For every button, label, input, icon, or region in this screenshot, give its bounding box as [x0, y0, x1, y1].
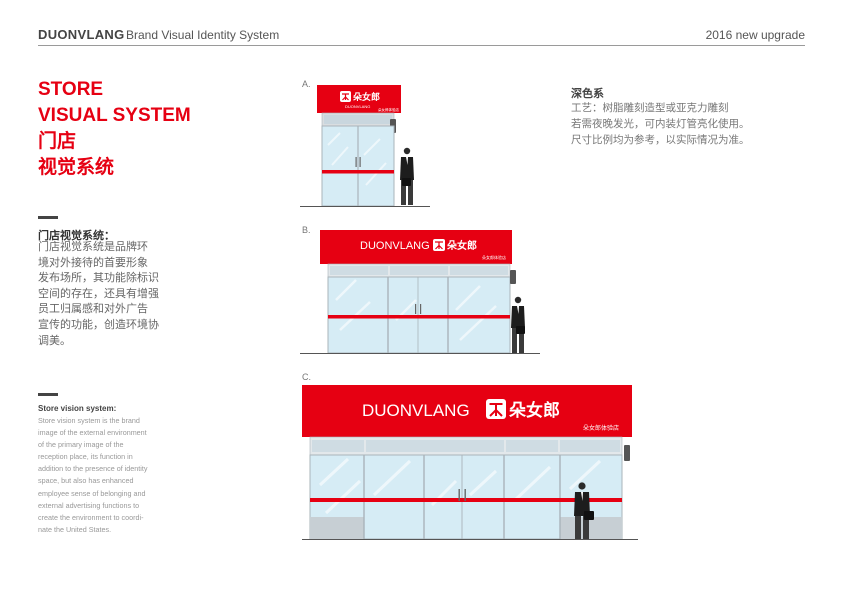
person-figure-icon [400, 147, 414, 205]
intro-cn-line: 调美。 [38, 334, 71, 347]
door-handle-icon [415, 304, 417, 314]
store-b-facade: DUONVLANG 朵女郎 朵女郎体验店 [300, 230, 540, 354]
intro-en-line: Store vision system is the brand [38, 416, 140, 425]
intro-en-line: addition to the presence of identity [38, 464, 148, 474]
intro-cn-line: 境对外接待的首要形象 [38, 256, 148, 269]
intro-en-line: reception place, its function in [38, 452, 133, 462]
store-c-subtitle: 朵女郎体验店 [583, 424, 619, 432]
store-c-facade: DUONVLANG 朵女郎 朵女郎体验店 [302, 385, 638, 540]
divider-dash-en [38, 393, 58, 396]
intro-en-heading: Store vision system: [38, 404, 117, 413]
person-figure-icon [574, 482, 594, 539]
store-a-logo-cn: 朵女郎 [353, 91, 380, 102]
store-c-label: C. [302, 372, 311, 382]
intro-en-line: of the primary image of the [38, 440, 124, 450]
intro-cn-line: 发布场所，其功能除标识 [38, 272, 159, 285]
note-heading: 深色系 [571, 88, 604, 100]
title-cn-store: 门店 [38, 131, 77, 152]
store-b-signboard [320, 230, 512, 264]
store-b-label: B. [302, 225, 311, 235]
ground-line [300, 206, 430, 207]
store-b-logo-cn: 朵女郎 [447, 239, 477, 252]
intro-cn-line: 员工归属感和对外广告 [38, 303, 148, 316]
title-store: STORE [38, 79, 104, 100]
logo-mark-icon [486, 399, 506, 419]
logo-mark-icon [340, 91, 351, 102]
person-figure-icon [511, 296, 525, 353]
door-handle-icon [464, 489, 466, 501]
title-cn-visual-system: 视觉系统 [38, 157, 115, 178]
store-a-subtitle: 朵女郎体验店 [378, 107, 399, 112]
store-c-signboard [302, 385, 632, 437]
intro-en-body: Store vision system is the brand image o… [38, 415, 170, 536]
divider-dash-cn [38, 216, 58, 219]
header-brand: DUONVLANG [38, 27, 125, 42]
title-visual-system: VISUAL SYSTEM [38, 105, 191, 126]
intro-cn-heading: 门店视觉系统： [38, 230, 115, 242]
header-edition: 2016 new upgrade [705, 28, 805, 42]
door-handle-icon [355, 157, 357, 167]
store-a-label: A. [302, 79, 311, 89]
store-b-red-band [328, 315, 510, 319]
store-a-red-band [322, 170, 394, 174]
store-b-wall-light [510, 270, 516, 284]
door-handle-icon [420, 304, 422, 314]
note-line: 工艺：树脂雕刻造型或亚克力雕刻 [571, 102, 729, 114]
ground-line [300, 353, 540, 354]
intro-cn-line: 宣传的功能，创造环境协 [38, 318, 159, 331]
store-b-logo-en: DUONVLANG [360, 240, 430, 252]
store-c-wall-light [624, 445, 630, 461]
store-a-facade: 朵女郎 DUONVLANG 朵女郎体验店 [300, 85, 430, 207]
store-c-logo-en: DUONVLANG [362, 401, 470, 420]
store-c-logo-cn: 朵女郎 [509, 400, 560, 420]
intro-en-line: external advertising functions to [38, 500, 140, 510]
store-a-signboard [317, 85, 401, 113]
store-b-subtitle: 朵女郎体验店 [482, 254, 506, 260]
door-handle-icon [458, 489, 460, 501]
store-a-logo-en: DUONVLANG [345, 104, 370, 109]
header-divider [38, 45, 805, 46]
logo-mark-icon [433, 239, 445, 251]
note-line: 尺寸比例均为参考，以实际情况为准。 [571, 134, 750, 146]
intro-cn-line: 门店视觉系统是品牌环 [38, 241, 148, 253]
store-c-red-band [310, 498, 622, 502]
intro-en-line: nate the United States. [38, 524, 112, 534]
intro-en-line: image of the external environment [38, 428, 147, 438]
intro-cn-line: 空间的存在，还具有增强 [38, 287, 159, 300]
note-body: 工艺：树脂雕刻造型或亚克力雕刻 若需夜晚发光，可内装灯管亮化使用。 尺寸比例均为… [571, 100, 791, 148]
intro-cn-body: 门店视觉系统是品牌环 境对外接待的首要形象 发布场所，其功能除标识 空间的存在，… [38, 240, 170, 349]
intro-en-line: employee sense of belonging and [38, 488, 146, 498]
ground-line [302, 539, 638, 540]
intro-en-line: space, but also has enhanced [38, 476, 134, 486]
note-line: 若需夜晚发光，可内装灯管亮化使用。 [571, 118, 750, 130]
door-handle-icon [359, 157, 361, 167]
intro-en-line: create the environment to coordi- [38, 512, 144, 522]
header-subtitle: Brand Visual Identity System [126, 28, 280, 42]
